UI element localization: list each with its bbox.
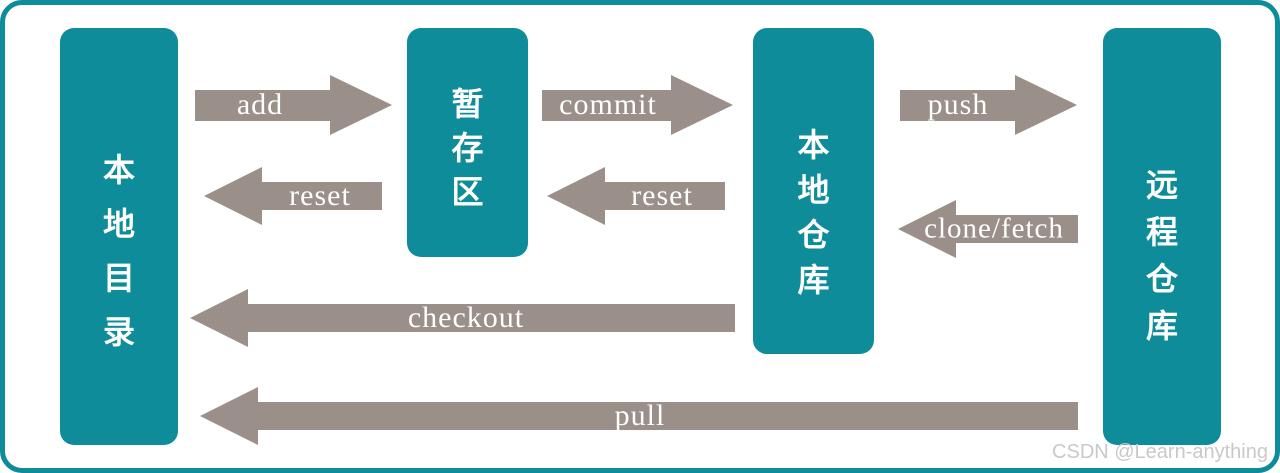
arrow-push: push bbox=[900, 75, 1077, 135]
arrow-label: clone/fetch bbox=[924, 212, 1064, 245]
arrow-reset-repo-to-staging: reset bbox=[547, 167, 725, 225]
arrow-label: reset bbox=[631, 179, 693, 212]
arrow-left-icon bbox=[190, 289, 248, 347]
arrow-clone-fetch: clone/fetch bbox=[898, 200, 1078, 258]
csdn-watermark: CSDN @Learn-anything bbox=[1052, 441, 1268, 463]
node-label: 本地仓库 bbox=[797, 126, 830, 299]
node-staging-area: 暂存区 bbox=[407, 28, 528, 257]
arrow-shaft bbox=[254, 402, 1078, 430]
arrow-label: push bbox=[927, 88, 989, 121]
arrow-label: add bbox=[236, 88, 284, 121]
node-label: 远程仓库 bbox=[1145, 165, 1178, 345]
arrow-right-icon bbox=[330, 75, 392, 135]
arrow-shaft bbox=[900, 90, 1019, 121]
arrow-label: checkout bbox=[407, 301, 525, 334]
arrow-left-icon bbox=[547, 167, 605, 225]
arrow-left-icon bbox=[200, 387, 258, 445]
arrow-label: pull bbox=[614, 399, 666, 432]
node-label: 本地目录 bbox=[102, 150, 135, 351]
node-remote-repo: 远程仓库 bbox=[1103, 28, 1221, 445]
arrow-right-icon bbox=[1015, 75, 1077, 135]
arrow-commit: commit bbox=[542, 75, 733, 135]
node-local-repo: 本地仓库 bbox=[753, 28, 874, 354]
arrow-add: add bbox=[195, 75, 392, 135]
arrow-left-icon bbox=[898, 200, 956, 258]
arrow-shaft bbox=[244, 304, 735, 332]
arrow-shaft bbox=[542, 90, 675, 121]
arrow-shaft bbox=[601, 182, 725, 210]
arrow-shaft bbox=[195, 90, 334, 121]
arrow-reset-staging-to-directory: reset bbox=[204, 167, 382, 225]
node-local-directory: 本地目录 bbox=[60, 28, 178, 445]
arrow-pull: pull bbox=[200, 387, 1078, 445]
arrow-checkout: checkout bbox=[190, 289, 735, 347]
arrow-left-icon bbox=[204, 167, 262, 225]
arrow-right-icon bbox=[671, 75, 733, 135]
arrow-shaft bbox=[258, 182, 382, 210]
arrow-label: reset bbox=[289, 179, 351, 212]
arrow-label: commit bbox=[559, 88, 657, 121]
arrow-shaft bbox=[952, 215, 1078, 243]
node-label: 暂存区 bbox=[451, 84, 484, 211]
